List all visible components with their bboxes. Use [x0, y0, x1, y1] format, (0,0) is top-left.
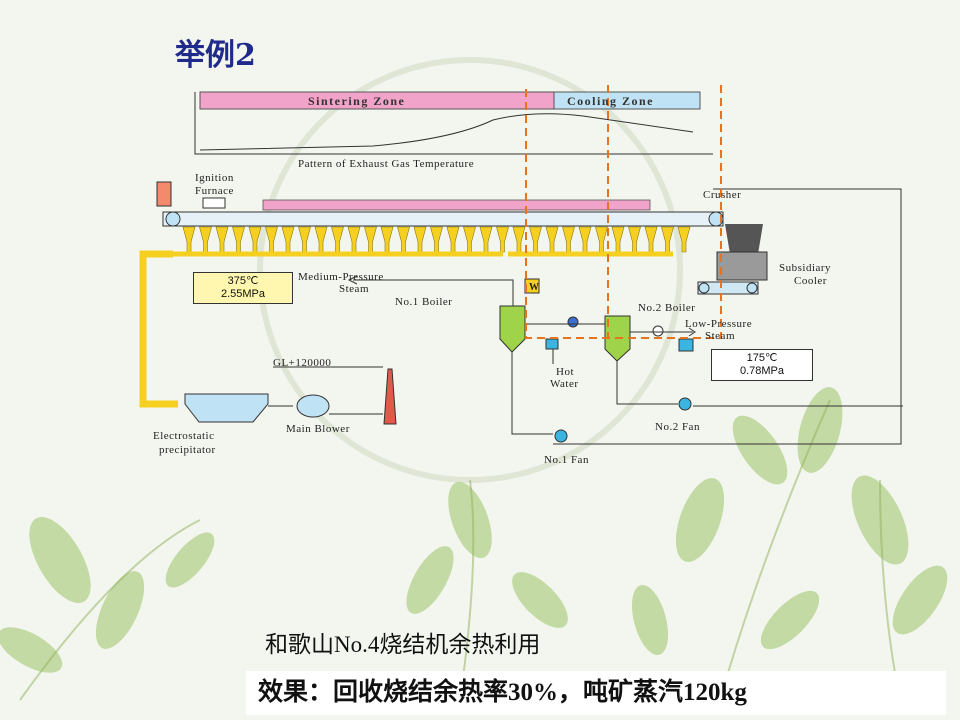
- sintering-zone-label: Sintering Zone: [308, 94, 406, 108]
- condition2-pressure: 0.78MPa: [739, 365, 785, 377]
- strand-tail-wheel: [708, 211, 724, 227]
- windbox: [496, 226, 509, 253]
- windbox: [463, 226, 476, 253]
- hot-label: Hot: [556, 366, 574, 378]
- w-mark: W: [529, 282, 540, 293]
- slide-caption: 和歌山No.4烧结机余热利用: [265, 632, 541, 657]
- main-blower-label: Main Blower: [286, 423, 350, 435]
- windbox: [281, 226, 295, 253]
- windbox: [611, 226, 625, 253]
- cooler-label: Cooler: [794, 275, 827, 287]
- windbox: [397, 226, 410, 253]
- main-flue-duct: [139, 250, 178, 408]
- condition1-pressure: 2.55MPa: [220, 288, 266, 300]
- cooling-zone-highlight: [525, 84, 722, 339]
- subsidiary-cooler-icon: [716, 251, 768, 281]
- gl-label: GL+120000: [273, 357, 332, 369]
- return-line: [553, 188, 902, 445]
- boiler2-label: No.2 Boiler: [638, 302, 696, 314]
- windbox: [562, 226, 575, 253]
- medium-steam-label: Steam: [339, 283, 369, 295]
- windbox: [215, 226, 229, 253]
- sinter-bed: [262, 199, 651, 211]
- main-blower-icon: [296, 394, 330, 418]
- effect-banner: 效果：回收烧结余热率30%，吨矿蒸汽120kg: [246, 671, 946, 715]
- fan2-label: No.2 Fan: [655, 421, 700, 433]
- condition1-box: 375℃ 2.55MPa: [193, 272, 293, 304]
- windbox: [446, 226, 460, 253]
- condition1-temp: 375℃: [227, 275, 259, 287]
- windbox: [479, 226, 493, 253]
- windbox: [347, 226, 361, 253]
- strand-head-wheel: [165, 211, 181, 227]
- slide-title: 举例2: [175, 38, 256, 73]
- windbox: [380, 226, 394, 253]
- esp-label-2: precipitator: [159, 444, 216, 456]
- condition2-box: 175℃ 0.78MPa: [711, 349, 813, 381]
- fan1-label: No.1 Fan: [544, 454, 589, 466]
- boiler1-label: No.1 Boiler: [395, 296, 453, 308]
- sinter-heat-recovery-diagram: Sintering Zone Cooling Zone Pattern of E…: [133, 84, 928, 476]
- ignition-label: Ignition: [195, 172, 234, 184]
- ignition-furnace-icon: [156, 181, 172, 207]
- windbox: [248, 226, 262, 253]
- pattern-frame: [194, 92, 713, 155]
- windbox: [644, 226, 658, 253]
- windbox: [331, 226, 344, 253]
- windbox: [182, 226, 196, 253]
- windbox: [364, 226, 377, 253]
- stack-icon: [383, 368, 397, 425]
- low-pressure-label: Low-Pressure: [685, 318, 753, 330]
- windbox: [628, 226, 641, 253]
- fan2-icon: [678, 397, 692, 411]
- crusher-icon: [725, 224, 763, 254]
- condition2-temp: 175℃: [746, 352, 778, 364]
- exhaust-temperature-curve: [199, 113, 694, 151]
- pattern-label: Pattern of Exhaust Gas Temperature: [298, 158, 475, 170]
- medium-pressure-label: Medium-Pressure: [298, 271, 384, 283]
- fan1-icon: [554, 429, 568, 443]
- esp-icon: [184, 393, 269, 423]
- low-steam-label: Steam: [705, 330, 735, 342]
- windbox: [595, 226, 608, 253]
- medium-pressure-steam-line: [353, 279, 514, 306]
- crusher-label: Crusher: [703, 189, 742, 201]
- tank-1: [545, 338, 559, 350]
- furnace-label: Furnace: [195, 185, 234, 197]
- windbox: [298, 226, 311, 253]
- windbox: [430, 226, 443, 253]
- steam-drum-1: [567, 316, 579, 328]
- windbox: [677, 226, 691, 253]
- tank-2: [678, 338, 694, 352]
- windbox: [545, 226, 559, 253]
- windbox: [314, 226, 328, 253]
- no1-fan-line: [511, 352, 553, 435]
- windbox: [265, 226, 278, 253]
- boiler1-icon: [499, 305, 526, 353]
- no2-fan-line: [616, 361, 678, 405]
- windboxes: [182, 226, 691, 253]
- water-label: Water: [550, 378, 579, 390]
- windbox: [661, 226, 674, 253]
- windbox: [413, 226, 427, 253]
- diagram-graphics: [139, 84, 903, 445]
- steam-drum-2: [652, 325, 664, 337]
- windbox: [199, 226, 212, 253]
- subsidiary-label: Subsidiary: [779, 262, 832, 274]
- windbox: [232, 226, 245, 253]
- windbox: [578, 226, 592, 253]
- strand-chain: [162, 211, 724, 227]
- cooling-zone-label: Cooling Zone: [567, 94, 655, 108]
- cooling-zone-bar: [553, 91, 701, 110]
- esp-label-1: Electrostatic: [153, 430, 215, 442]
- windbox: [512, 226, 526, 253]
- windbox: [529, 226, 542, 253]
